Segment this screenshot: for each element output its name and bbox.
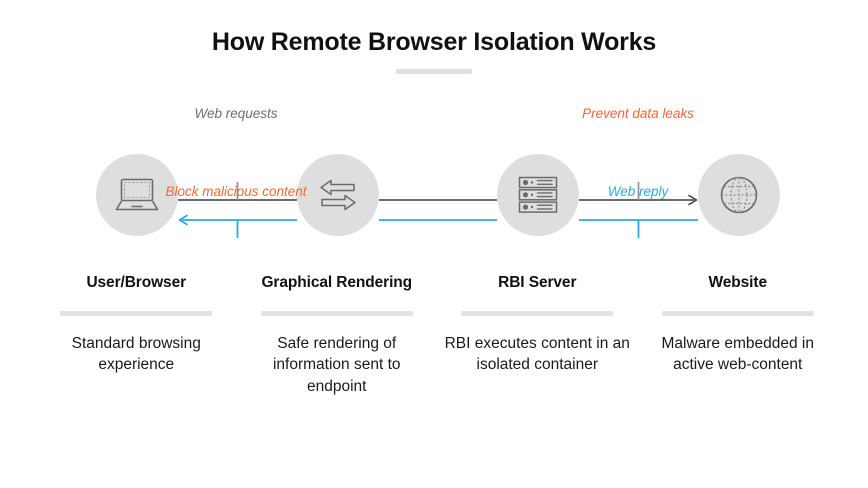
- column-heading: User/Browser: [86, 274, 187, 291]
- prevent-data-leaks-arrowhead: [688, 194, 698, 206]
- laptop-icon: [114, 176, 160, 214]
- column-divider-rule: [461, 311, 614, 316]
- flow-label-block-malicious-content: Block malicious content: [165, 184, 307, 199]
- globe-icon: [718, 174, 760, 216]
- column-heading: Website: [708, 274, 768, 291]
- flow-label-prevent-data-leaks: Prevent data leaks: [582, 106, 694, 121]
- server-rack-icon: [517, 175, 559, 215]
- flow-label-web-reply: Web reply: [607, 184, 669, 199]
- column-user-browser: User/Browser Standard browsing experienc…: [36, 274, 237, 397]
- connector-user-to-rendering: [178, 130, 297, 240]
- node-rbi-server[interactable]: [497, 154, 579, 236]
- page-title: How Remote Browser Isolation Works: [211, 28, 657, 56]
- column-description: Malware embedded in active web-content: [661, 335, 814, 374]
- column-heading: Graphical Rendering: [261, 274, 413, 291]
- column-graphical-rendering: Graphical Rendering Safe rendering of in…: [237, 274, 438, 397]
- node-user-browser[interactable]: [96, 154, 178, 236]
- column-heading: RBI Server: [498, 274, 577, 291]
- exchange-arrows-icon: [317, 177, 359, 213]
- column-divider-rule: [661, 311, 814, 316]
- block-malicious-arrowhead: [178, 214, 188, 226]
- diagram-canvas: Web requests Block malicious content Pre…: [0, 106, 868, 270]
- column-rbi-server: RBI Server RBI executes content in an is…: [437, 274, 638, 397]
- connector-rbi-to-website: [579, 130, 698, 240]
- column-list: User/Browser Standard browsing experienc…: [0, 274, 868, 397]
- connector-rendering-to-rbi: [379, 130, 497, 240]
- node-graphical-rendering[interactable]: [297, 154, 379, 236]
- column-divider-rule: [260, 311, 413, 316]
- title-underline-rule: [396, 69, 472, 74]
- node-website[interactable]: [698, 154, 780, 236]
- flow-label-web-requests: Web requests: [194, 106, 278, 121]
- column-description: RBI executes content in an isolated cont…: [444, 335, 630, 374]
- column-website: Website Malware embedded in active web-c…: [638, 274, 839, 397]
- column-divider-rule: [60, 311, 213, 316]
- column-description: Safe rendering of information sent to en…: [272, 335, 401, 395]
- column-description: Standard browsing experience: [71, 335, 201, 374]
